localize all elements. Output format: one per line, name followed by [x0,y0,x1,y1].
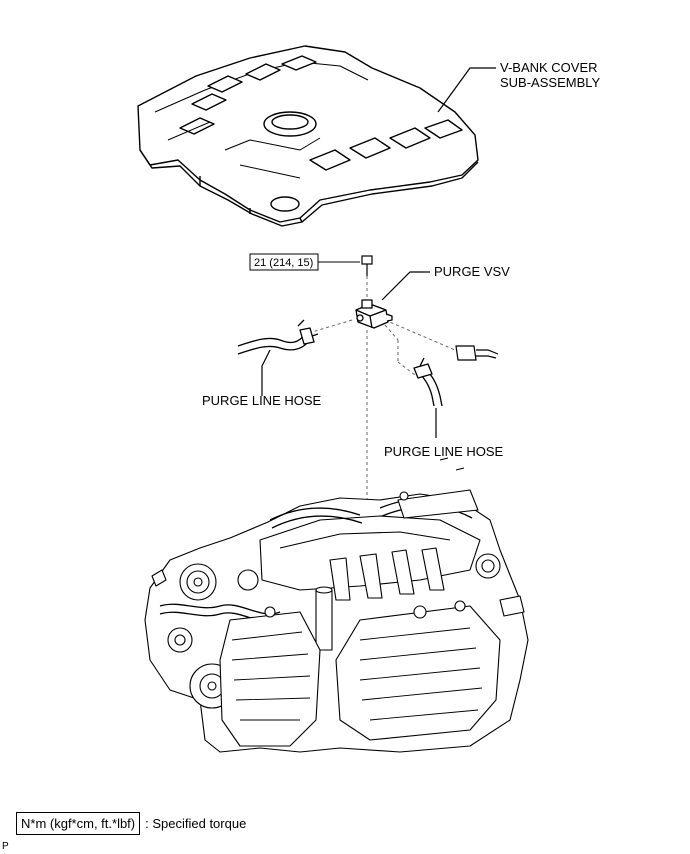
purge-line-hose-right [413,357,443,407]
left-hose-leader [261,349,271,396]
v-bank-cover [137,45,479,227]
purge-vsv-leader [381,271,430,301]
v-bank-cover-label-line2: SUB-ASSEMBLY [500,75,601,90]
legend-torque-units: N*m (kgf*cm, ft.*lbf) [16,812,141,835]
installation-guide-lines [311,276,456,520]
legend: N*m (kgf*cm, ft.*lbf) : Specified torque [16,812,246,835]
torque-value: 21 (214, 15) [254,257,313,269]
corner-mark: P [2,841,9,852]
cover-leader-line [437,67,496,113]
electrical-connector [455,345,499,361]
purge-line-hose-right-label: PURGE LINE HOSE [384,444,504,459]
purge-vsv-label: PURGE VSV [434,264,510,279]
purge-vsv [355,299,393,329]
legend-description: : Specified torque [145,816,247,831]
purge-line-hose-left-label: PURGE LINE HOSE [202,393,322,408]
engine-assembly [144,457,529,753]
bolt [361,255,373,276]
v-bank-cover-label-line1: V-BANK COVER [500,60,598,75]
purge-line-hose-left [237,319,319,355]
